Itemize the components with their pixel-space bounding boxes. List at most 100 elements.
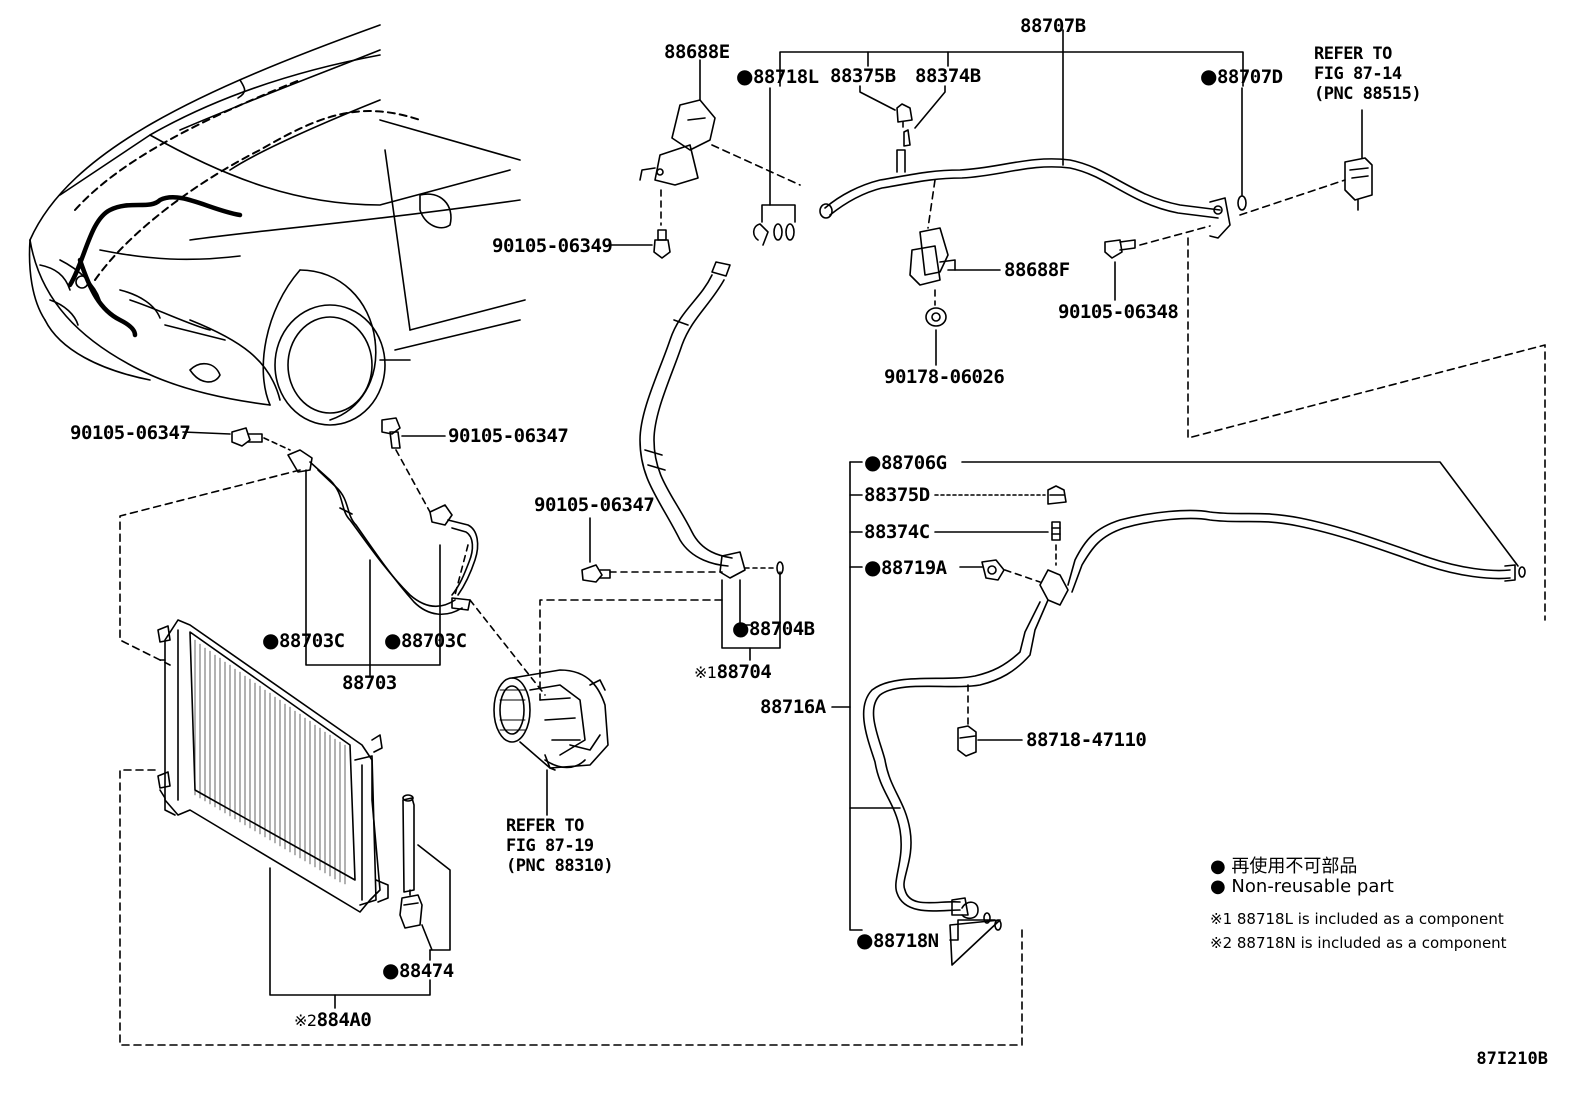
bolt-90105-06347-center bbox=[581, 564, 611, 583]
label-88374C: 88374C bbox=[864, 521, 930, 543]
ref-fig-87-19-line3: (PNC 88310) bbox=[506, 856, 614, 876]
dashed-88719A bbox=[1004, 569, 1041, 583]
text-88718N: 88718N bbox=[872, 930, 939, 952]
nonreusable-dot-88707D: ● bbox=[1200, 64, 1217, 88]
label-88706G: ●88706G bbox=[864, 452, 947, 473]
condenser-illustration bbox=[157, 619, 389, 913]
pipe-88703C-right bbox=[429, 504, 479, 611]
label-88703C-left: ●88703C bbox=[262, 630, 345, 651]
leader-88718N bbox=[949, 919, 996, 941]
pipe-88707B bbox=[819, 149, 1231, 239]
note-mark-88704: ※1 bbox=[694, 663, 717, 682]
label-88688F: 88688F bbox=[1004, 259, 1070, 281]
vehicle-illustration bbox=[28, 24, 526, 426]
dashed-left-bolt bbox=[263, 437, 291, 451]
cap-88375D bbox=[1047, 485, 1067, 505]
leader-88706G bbox=[961, 461, 1519, 567]
dashed-hose-link bbox=[454, 544, 469, 596]
bolt-90105-06348 bbox=[1104, 239, 1136, 259]
hose-88704 bbox=[639, 261, 746, 579]
bracket-88704 bbox=[721, 571, 781, 649]
switch-88719A bbox=[959, 559, 1005, 581]
pipe-88716A bbox=[862, 569, 1069, 931]
note-mark-884A0: ※2 bbox=[294, 1011, 317, 1030]
text-88703C-left: 88703C bbox=[278, 630, 345, 652]
dashed-compressor-pipe bbox=[469, 599, 546, 696]
valve-88374C bbox=[1051, 521, 1061, 541]
dashed-compressor bbox=[539, 599, 723, 701]
sensor-88718-47110 bbox=[957, 725, 977, 757]
label-90105-06347-center: 90105-06347 bbox=[534, 494, 655, 516]
text-88704B: 88704B bbox=[748, 618, 815, 640]
label-88474: ●88474 bbox=[382, 960, 454, 981]
bolt-90105-06347-left bbox=[231, 427, 263, 447]
nonreusable-dot-88704B: ● bbox=[732, 616, 749, 640]
label-90105-06347-right: 90105-06347 bbox=[448, 425, 569, 447]
oring-88707D bbox=[1237, 87, 1247, 211]
figure-id: 87I210B bbox=[1476, 1049, 1548, 1069]
ref-fig-87-14-line3: (PNC 88515) bbox=[1314, 84, 1422, 104]
label-88707D: ●88707D bbox=[1200, 66, 1283, 87]
ref-fig-87-19-line1: REFER TO bbox=[506, 816, 584, 836]
dashed-88515 bbox=[1239, 179, 1346, 216]
nut-90178-06026 bbox=[925, 307, 947, 327]
ref-fig-87-19-line2: FIG 87-19 bbox=[506, 836, 594, 856]
dashed-90105-06348 bbox=[1139, 225, 1211, 246]
bracket-88718N-box bbox=[949, 919, 1001, 966]
bracket-88716A bbox=[831, 461, 901, 931]
nonreusable-dot-88703C-left: ● bbox=[262, 628, 279, 652]
nonreusable-dot-88703C-right: ● bbox=[384, 628, 401, 652]
dashed-condenser bbox=[119, 769, 1023, 1046]
bracket-88703 bbox=[305, 469, 441, 666]
text-88719A: 88719A bbox=[880, 557, 947, 579]
nonreusable-dot-88474: ● bbox=[382, 958, 399, 982]
text-88474: 88474 bbox=[398, 960, 454, 982]
leader-88704B bbox=[739, 579, 751, 626]
label-88704: ※188704 bbox=[694, 662, 772, 683]
dashed-right-bolt bbox=[395, 449, 431, 513]
bracket-88474 bbox=[417, 844, 451, 951]
label-88707B: 88707B bbox=[1020, 15, 1086, 37]
clamp-88688E bbox=[639, 99, 716, 186]
label-88718L: ●88718L bbox=[736, 66, 819, 87]
label-88719A: ●88719A bbox=[864, 557, 947, 578]
label-88716A: 88716A bbox=[760, 696, 826, 718]
label-88703C-right: ●88703C bbox=[384, 630, 467, 651]
legend-note1: ※1 88718L is included as a component bbox=[1210, 910, 1504, 928]
label-90105-06348: 90105-06348 bbox=[1058, 301, 1179, 323]
nonreusable-dot-88719A: ● bbox=[864, 555, 881, 579]
bolt-90105-06347-right bbox=[381, 417, 401, 449]
ref-fig-87-14[interactable]: REFER TO FIG 87-14 (PNC 88515) bbox=[1314, 44, 1422, 104]
pipe-88706G bbox=[1067, 509, 1526, 593]
label-90105-06349: 90105-06349 bbox=[492, 235, 613, 257]
label-88704B: ●88704B bbox=[732, 618, 815, 639]
bracket-lines-88707B bbox=[779, 29, 1244, 166]
label-88718N: ●88718N bbox=[856, 930, 939, 951]
label-88375D: 88375D bbox=[864, 484, 930, 506]
ref-fig-87-14-line2: FIG 87-14 bbox=[1314, 64, 1402, 84]
label-884A0: ※2884A0 bbox=[294, 1010, 372, 1031]
dashed-88688E bbox=[711, 144, 801, 186]
label-88718-47110: 88718-47110 bbox=[1026, 729, 1147, 751]
nonreusable-dot-88718N: ● bbox=[856, 928, 873, 952]
text-88703C-right: 88703C bbox=[400, 630, 467, 652]
dashed-88515-box bbox=[1187, 237, 1546, 621]
cap-88375B bbox=[859, 85, 913, 123]
oring-88718L bbox=[752, 87, 796, 246]
label-88374B: 88374B bbox=[915, 65, 981, 87]
pipe-88703C-left bbox=[287, 449, 463, 615]
drier-88474 bbox=[399, 794, 423, 929]
legend-note2: ※2 88718N is included as a component bbox=[1210, 934, 1507, 952]
ref-fig-87-19[interactable]: REFER TO FIG 87-19 (PNC 88310) bbox=[506, 816, 614, 876]
text-88706G: 88706G bbox=[880, 452, 947, 474]
dashed-88688F bbox=[927, 179, 936, 229]
label-90105-06347-left: 90105-06347 bbox=[70, 422, 191, 444]
label-90178-06026: 90178-06026 bbox=[884, 366, 1005, 388]
legend-en: ● Non-reusable part bbox=[1210, 876, 1394, 897]
clamp-88688F bbox=[909, 227, 956, 286]
nonreusable-dot-88718L: ● bbox=[736, 64, 753, 88]
valve-88374B bbox=[903, 85, 946, 147]
label-88703: 88703 bbox=[342, 672, 397, 694]
bracket-884A0 bbox=[269, 867, 431, 996]
